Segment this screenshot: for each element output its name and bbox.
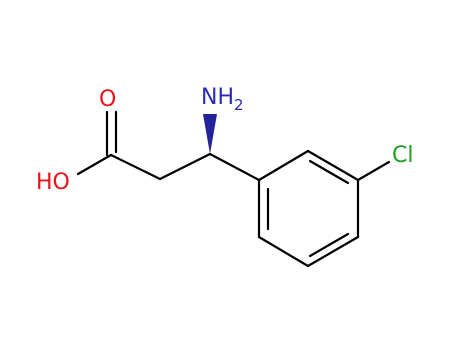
bond-chiral-ring (208, 152, 261, 182)
bond-carboxyl-methylene (109, 153, 162, 181)
amine-label-main: NH (201, 85, 234, 110)
ring-bond-3 (306, 235, 360, 268)
amine-label: NH2 (201, 85, 244, 114)
oxygen-label: O (99, 87, 116, 112)
benzene-ring (257, 149, 360, 268)
ring-bond-6 (257, 149, 310, 182)
ring-bond-2 (257, 235, 310, 268)
ring-double-inner-2 (308, 232, 350, 258)
amine-label-subscript: 2 (234, 96, 244, 114)
wedge-bond-amine (203, 114, 217, 154)
bond-carboxyl-hydroxyl (76, 153, 113, 176)
bond-methylene-chiral (158, 152, 212, 181)
ring-double-inner-3 (308, 159, 350, 185)
bond-ring-chlorine (356, 160, 391, 182)
chlorine-label: Cl (392, 143, 413, 168)
ring-bond-5 (306, 149, 360, 182)
hydroxyl-label: HO (36, 170, 70, 195)
